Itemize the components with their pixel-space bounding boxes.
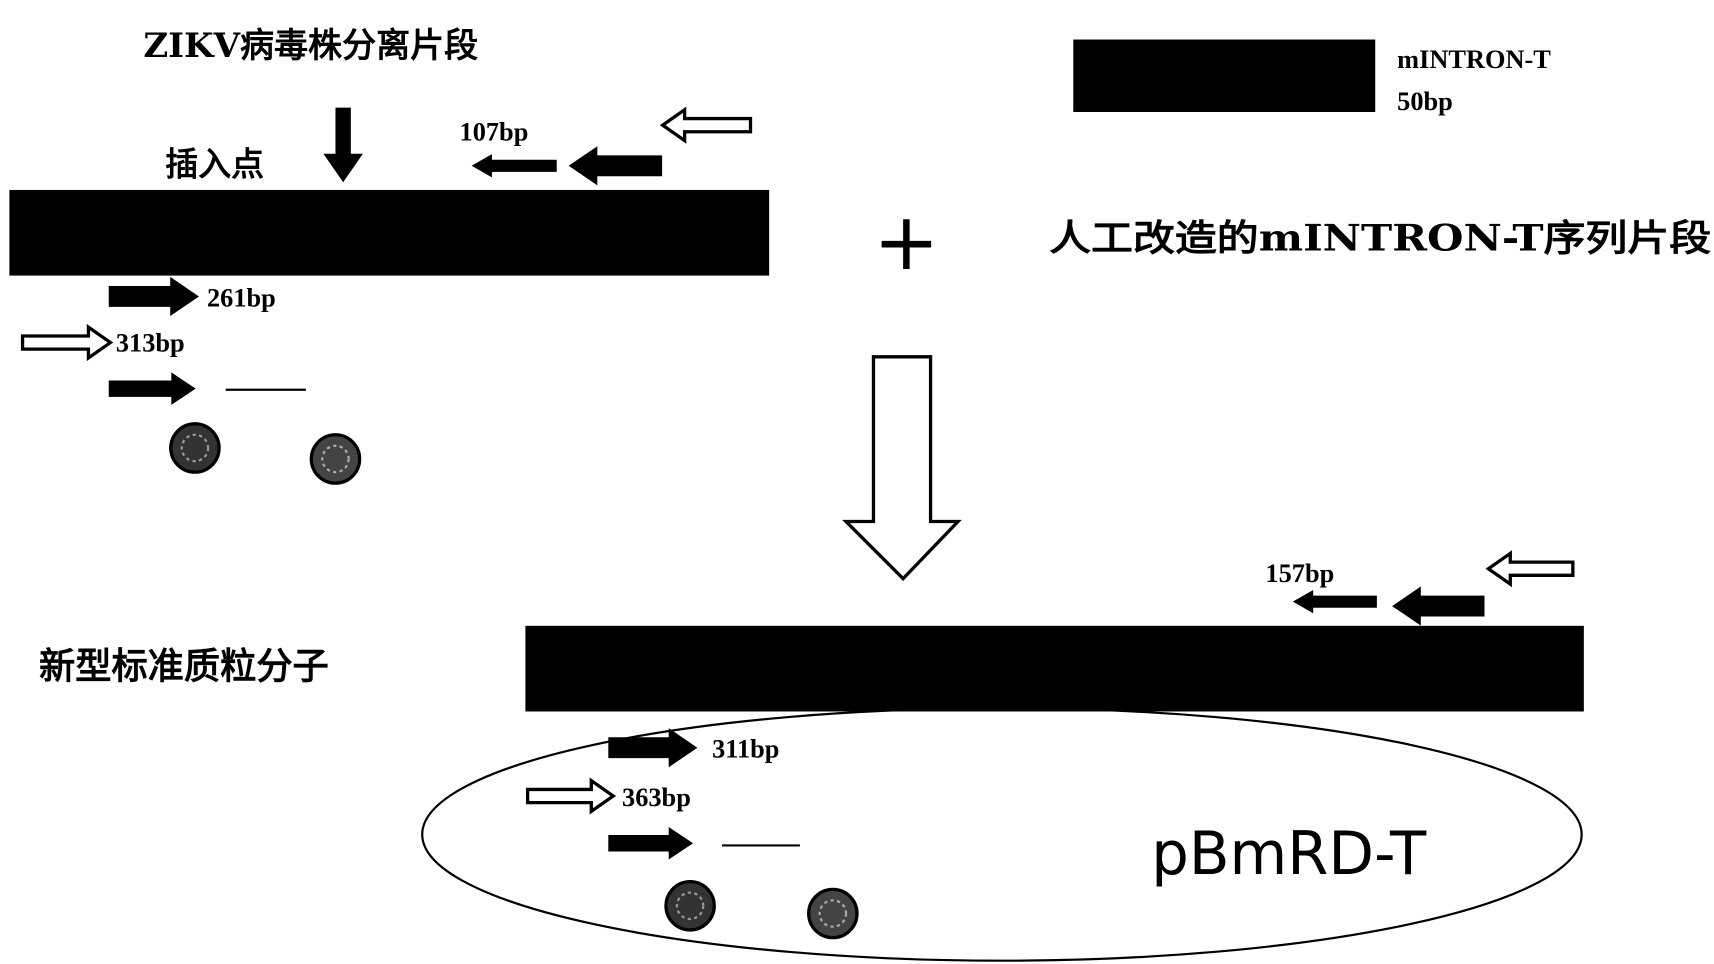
- insertion-point-label: 插入点: [165, 145, 264, 184]
- inner-forward-primer-arrow-icon: [108, 276, 199, 317]
- arrow-shape: [1392, 586, 1485, 626]
- product-311bp-label: 311bp: [712, 735, 779, 764]
- arrow-shape: [608, 728, 698, 768]
- outer-forward-primer-arrow-icon: [525, 777, 617, 815]
- probe-reverse-arrow-icon: [471, 154, 557, 178]
- arrow-shape: [1292, 590, 1377, 614]
- arrow-shape: [525, 777, 617, 815]
- inner-forward-primer-arrow-icon: [608, 728, 698, 768]
- quencher-icon: [807, 887, 859, 940]
- product-313bp-label: 313bp: [116, 328, 185, 357]
- fluorophore-icon: [664, 880, 716, 932]
- mintron-size-label: 50bp: [1397, 87, 1453, 116]
- arrow-shape: [659, 106, 753, 144]
- virus-fragment-bar: [9, 189, 770, 276]
- outer-reverse-primer-arrow-icon: [1485, 550, 1575, 588]
- insertion-arrow-icon: [323, 107, 363, 183]
- arrow-shape: [568, 146, 663, 186]
- plus-sign: +: [873, 196, 939, 288]
- mintron-legend-bar: [1073, 39, 1376, 112]
- probe-reverse-arrow-icon: [1292, 590, 1377, 614]
- arrow-shape: [20, 324, 114, 362]
- fluorophore-icon: [169, 422, 221, 474]
- quencher-icon: [309, 433, 362, 485]
- outer-forward-primer-arrow-icon: [20, 324, 114, 362]
- arrow-shape: [108, 276, 199, 317]
- probe-forward-arrow-icon: [608, 826, 694, 860]
- arrow-shape: [1485, 550, 1575, 588]
- probe-forward-arrow-icon: [108, 372, 196, 405]
- inner-reverse-primer-arrow-icon: [568, 146, 663, 186]
- modified-sequence-label: 人工改造的mINTRON-T序列片段: [1049, 216, 1711, 259]
- mintron-name-label: mINTRON-T: [1397, 45, 1551, 74]
- arrow-shape: [608, 826, 694, 860]
- plasmid-name: pBmRD-T: [1151, 819, 1427, 888]
- virus-fragment-title: ZIKV病毒株分离片段: [143, 26, 478, 66]
- outer-reverse-primer-arrow-icon: [659, 106, 753, 144]
- product-261bp-label: 261bp: [207, 283, 276, 312]
- process-down-arrow-icon: [842, 355, 962, 581]
- product-157bp-label: 157bp: [1265, 559, 1334, 588]
- product-363bp-label: 363bp: [622, 783, 691, 812]
- arrow-shape: [108, 372, 196, 405]
- product-107bp-label: 107bp: [460, 118, 529, 147]
- plasmid-title: 新型标准质粒分子: [39, 645, 329, 688]
- plasmid-insert-bar: [525, 625, 1584, 712]
- arrow-shape: [471, 154, 557, 178]
- inner-reverse-primer-arrow-icon: [1392, 586, 1485, 626]
